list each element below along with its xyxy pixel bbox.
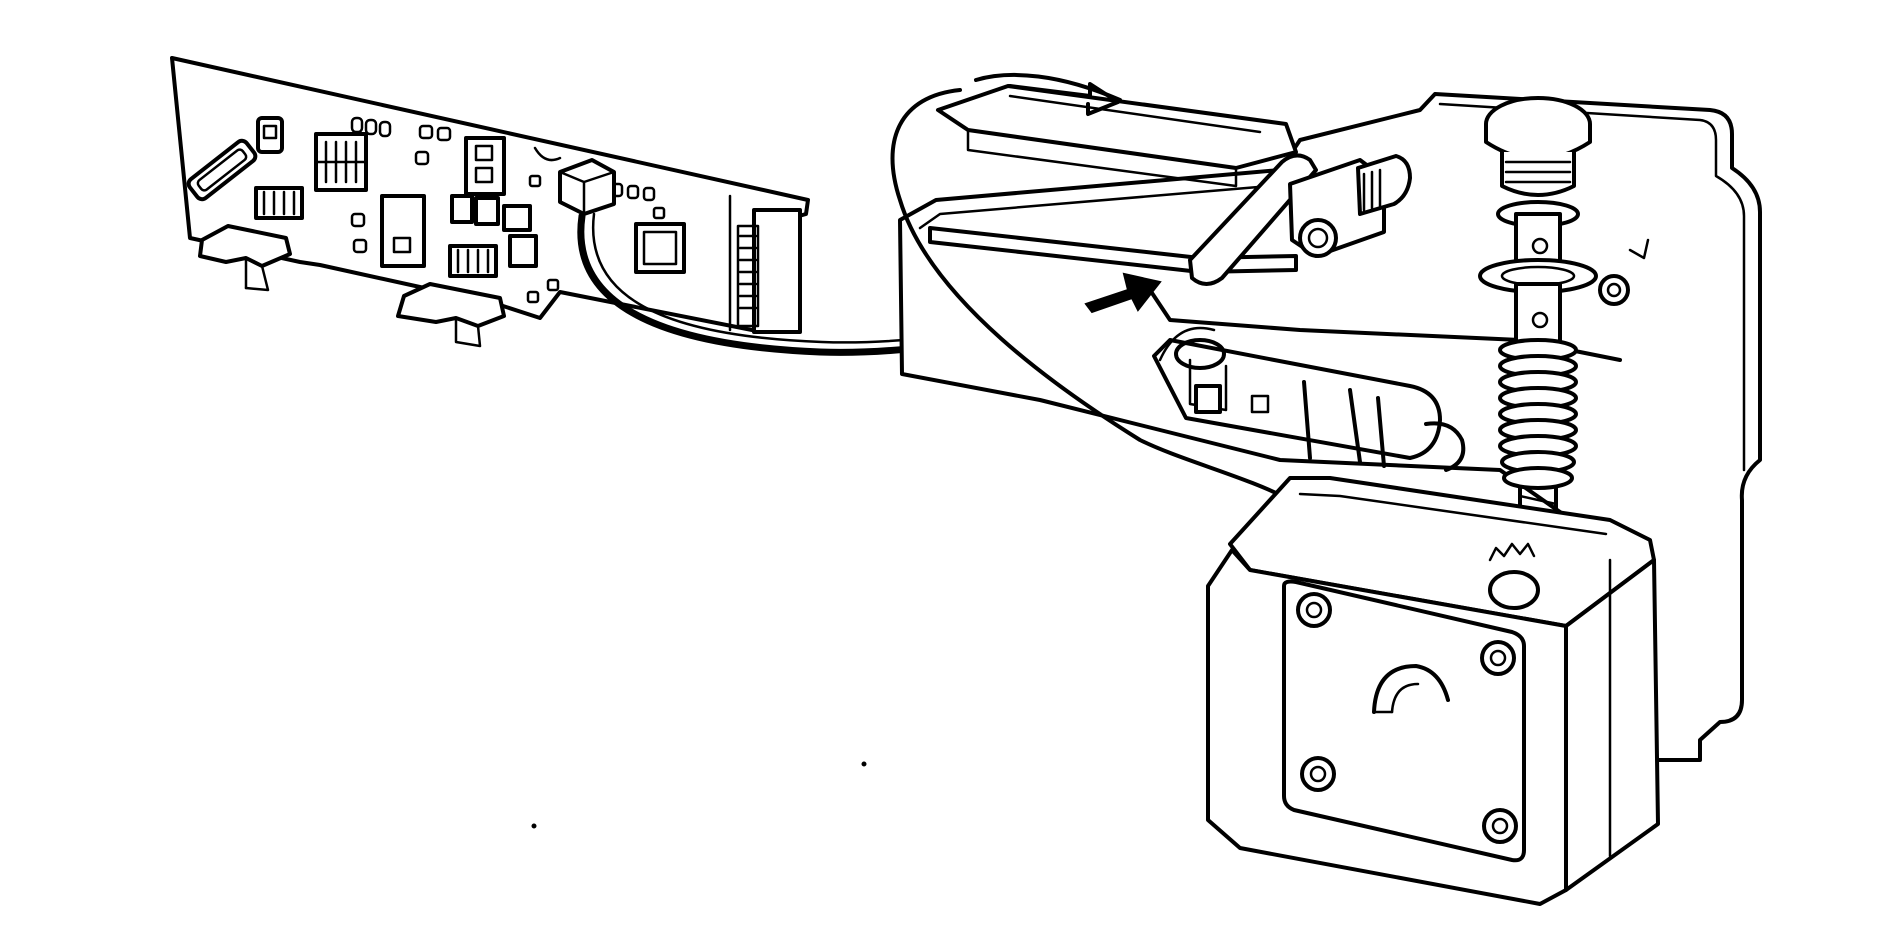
board-edge-connector bbox=[728, 194, 802, 334]
motor-bolt bbox=[1482, 808, 1518, 844]
board-notch bbox=[533, 146, 562, 162]
board-component bbox=[262, 124, 278, 140]
board-pin-header bbox=[254, 186, 304, 220]
board-component bbox=[464, 136, 506, 196]
board-component bbox=[502, 204, 532, 232]
circuit-board bbox=[170, 56, 810, 348]
motor-bolt bbox=[1480, 640, 1516, 676]
stepper-motor-hub bbox=[1372, 664, 1450, 714]
lead-screw-knob bbox=[1500, 152, 1576, 197]
mounting-bracket-edge bbox=[454, 316, 482, 348]
mounting-bracket-edge bbox=[244, 264, 270, 292]
motion-arrow bbox=[1008, 82, 1262, 134]
board-slot bbox=[186, 138, 258, 202]
guide-loop bbox=[890, 88, 1292, 502]
board-chip bbox=[314, 132, 368, 192]
board-component bbox=[256, 116, 284, 154]
motor-bolt bbox=[1296, 592, 1332, 628]
carriage-slide-edge bbox=[966, 128, 1238, 188]
stepper-motor-side bbox=[1564, 558, 1660, 892]
board-pin-header bbox=[448, 244, 498, 278]
board-cube-component bbox=[558, 158, 616, 216]
board-square-chip bbox=[634, 222, 686, 274]
motor-bolt bbox=[1300, 756, 1336, 792]
mounting-bracket bbox=[396, 282, 506, 328]
board-component bbox=[474, 196, 500, 226]
lead-screw bbox=[1478, 96, 1650, 532]
board-component bbox=[508, 234, 538, 268]
stray-mark bbox=[861, 761, 867, 767]
motor-gear bbox=[1488, 570, 1540, 610]
board-component bbox=[450, 194, 474, 224]
mounting-ear bbox=[1598, 274, 1630, 306]
insertion-arrow bbox=[1084, 272, 1162, 314]
motor-gear bbox=[1488, 542, 1536, 562]
mounting-bracket bbox=[198, 224, 292, 268]
stray-mark bbox=[531, 823, 537, 829]
stepper-motor bbox=[1206, 476, 1660, 906]
link-arm bbox=[1188, 153, 1412, 286]
stepper-motor-faceplate bbox=[1282, 579, 1526, 863]
housing-contour bbox=[1438, 102, 1746, 472]
housing-contour bbox=[918, 184, 1272, 230]
board-component bbox=[380, 194, 426, 268]
lead-screw-spring bbox=[1498, 338, 1578, 490]
coupling-shaft bbox=[1152, 326, 1466, 472]
